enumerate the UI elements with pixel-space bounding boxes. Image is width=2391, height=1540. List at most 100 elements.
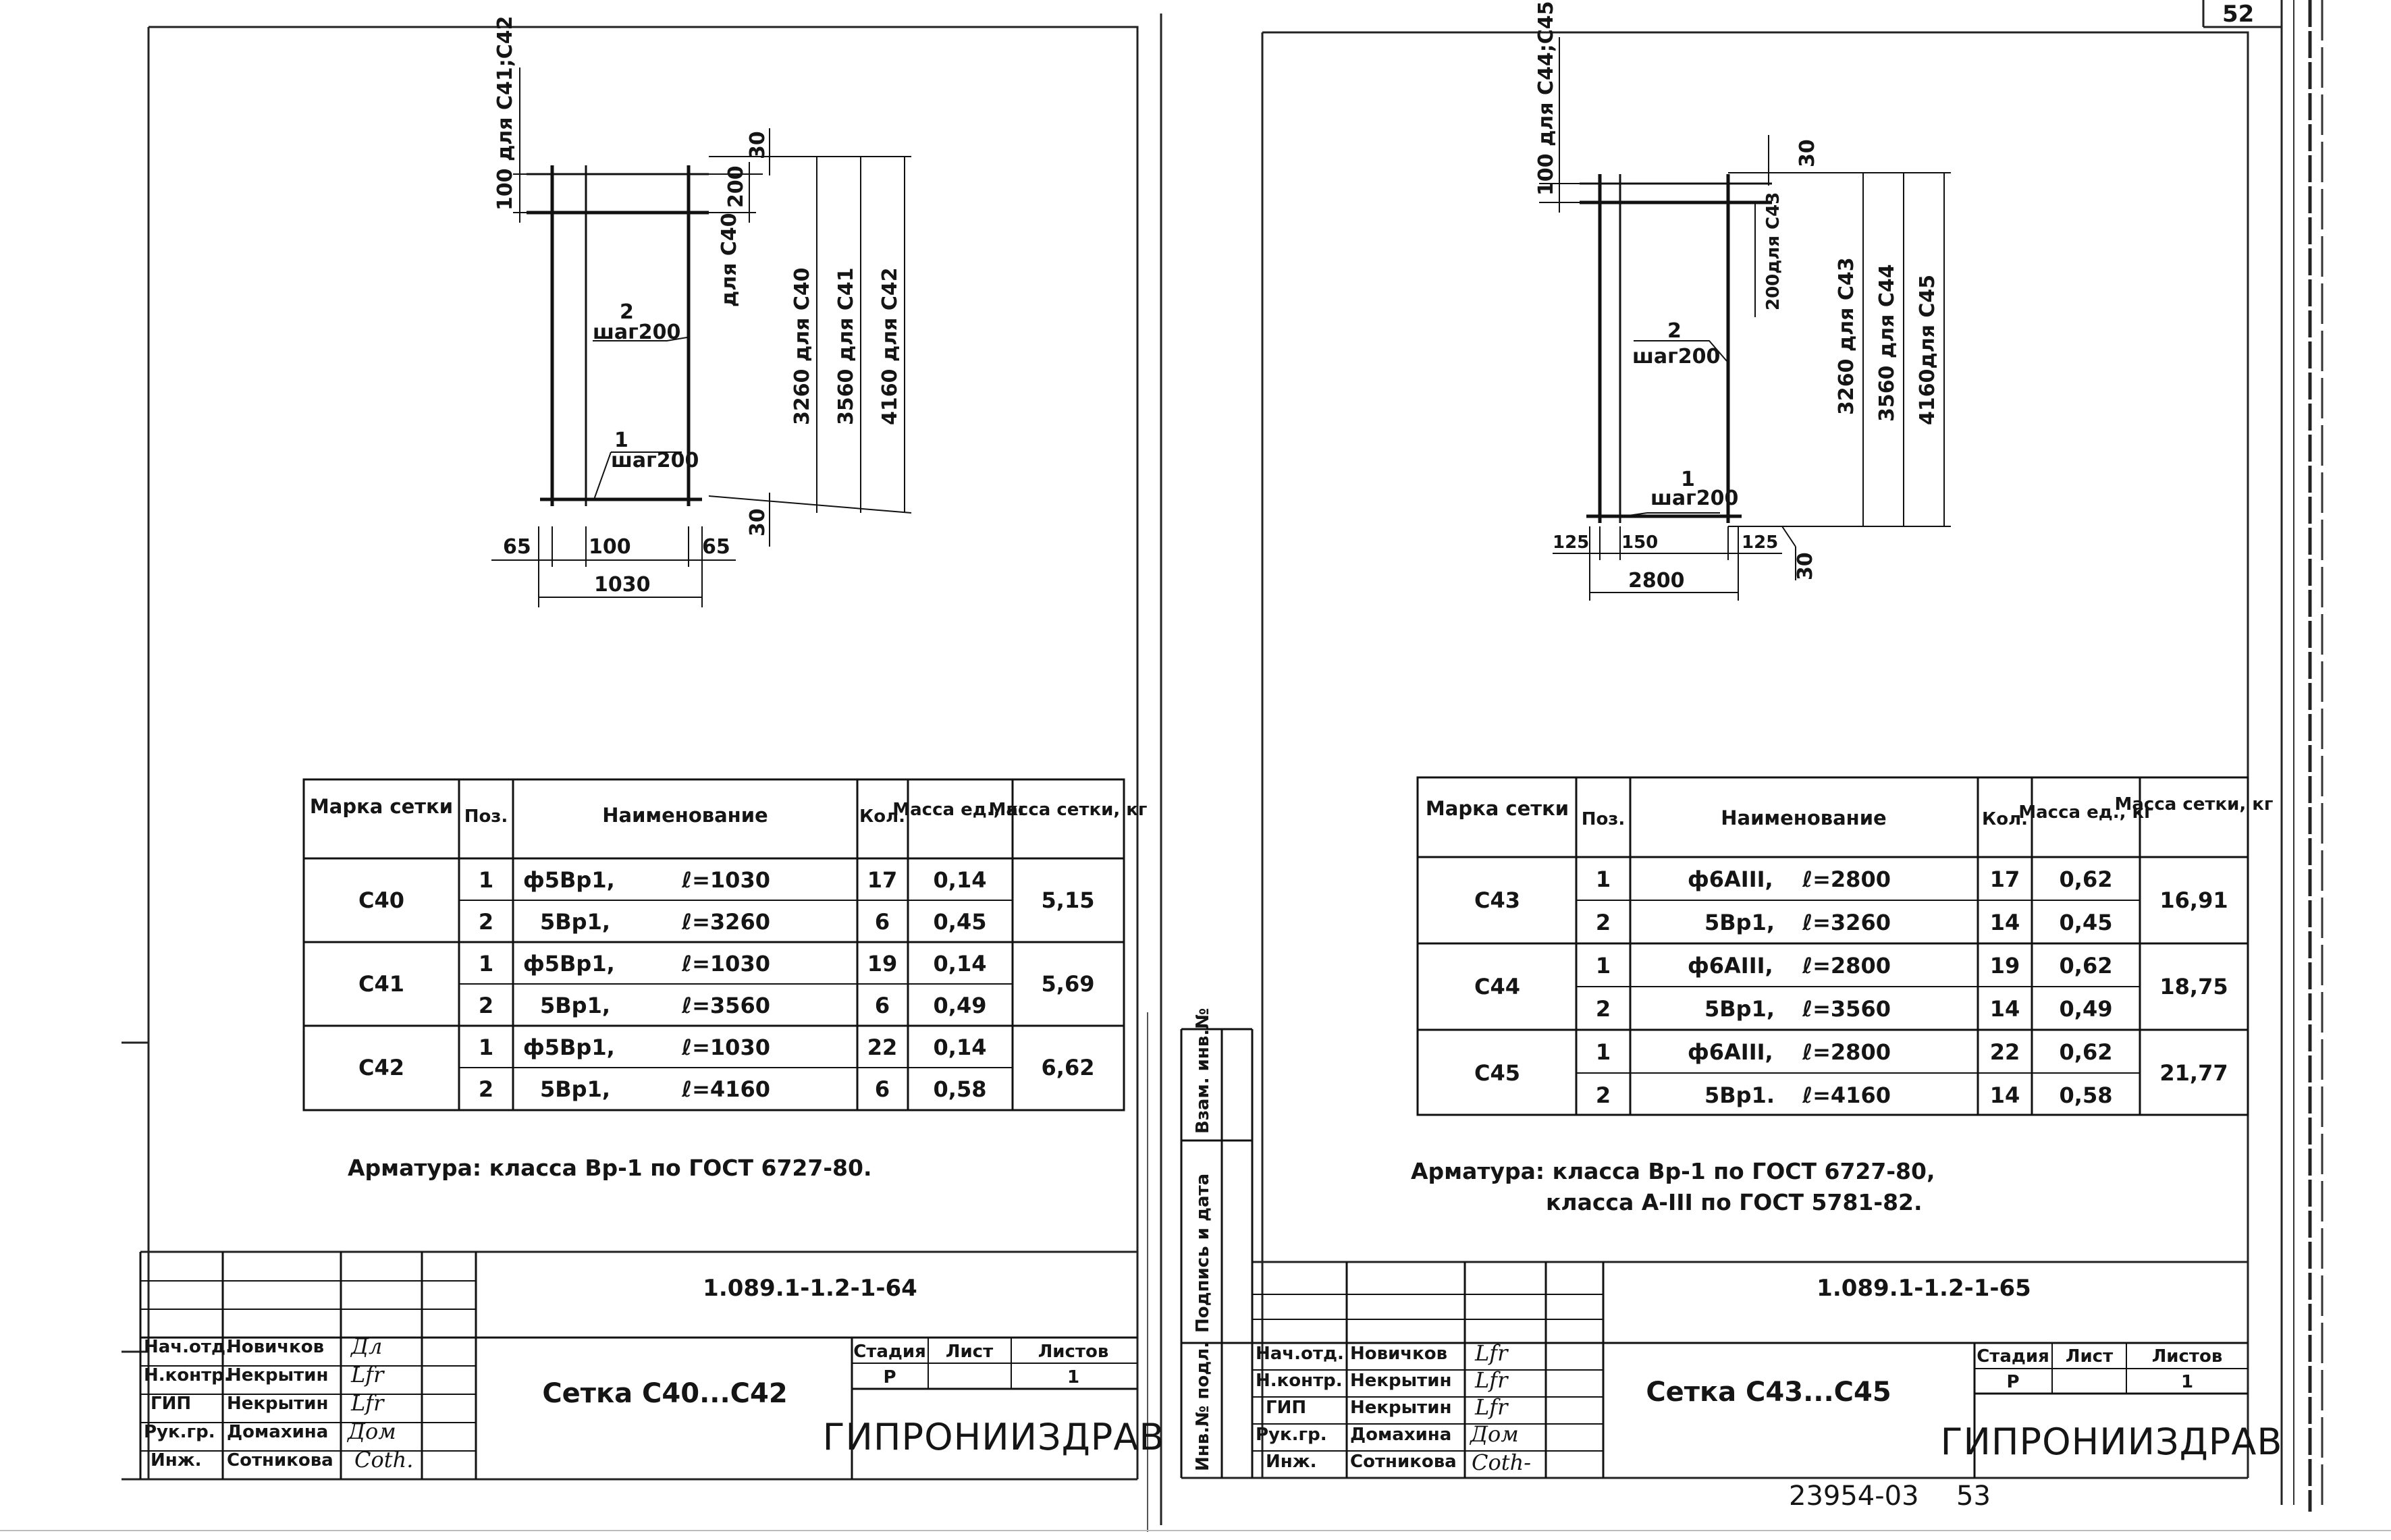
cell-pos: 1	[479, 951, 493, 977]
th-qty: Кол.	[1982, 809, 2028, 829]
mark-c43: С43	[1474, 887, 1520, 913]
th-mark: Марка сетки	[1426, 797, 1569, 820]
right-rebar-note-1: Арматура: класса Вр-1 по ГОСТ 6727-80,	[1411, 1158, 1935, 1184]
cell-name: ф5Вр1,	[523, 951, 615, 977]
page-number: 52	[2222, 1, 2254, 28]
cell-name: 5Вр1,	[540, 993, 610, 1018]
right-3260-label: 3260 для С43	[1835, 257, 1858, 415]
cell-qty: 17	[1990, 867, 2020, 892]
cell-len: ℓ=1030	[681, 1035, 770, 1060]
right-sheet-label: Лист	[2066, 1346, 2113, 1367]
th-mesh-mass: Масса сетки, кг	[989, 800, 1148, 820]
person-name: Некрытин	[227, 1394, 328, 1414]
side-stamp: Взам. инв.№ Подпись и дата Инв.№ подл.	[1180, 1008, 1254, 1478]
cell-qty: 22	[867, 1035, 898, 1060]
left-stage-label: Стадия	[853, 1342, 926, 1362]
right-stage-label: Стадия	[1977, 1346, 2049, 1367]
mass-c41: 5,69	[1042, 971, 1095, 997]
role: Рук.гр.	[1256, 1425, 1327, 1445]
pos2-label: 2	[1667, 319, 1682, 343]
right-horizontal-dims: 125 150 125 2800	[1553, 526, 1782, 601]
cell-unit: 0,14	[934, 867, 987, 893]
mass-c44: 18,75	[2159, 974, 2228, 999]
cell-qty: 6	[875, 993, 890, 1018]
left-spec-table: Марка сетки Поз. Наименование Кол. Масса…	[302, 778, 1148, 1111]
right-spec-table: Марка сетки Поз. Наименование Кол. Масса…	[1416, 776, 2274, 1116]
pos1-label: 1	[1681, 468, 1695, 491]
left-sheet-label: Лист	[946, 1342, 993, 1362]
left-org-name: ГИПРОНИИЗДРАВ	[823, 1416, 1165, 1458]
left-sheets-label: Листов	[1038, 1342, 1109, 1362]
footer-page-number: 53	[1956, 1481, 1991, 1512]
person-name: Новичков	[227, 1337, 324, 1357]
left-3260-label: 3260 для С40	[790, 267, 814, 425]
person-name: Сотникова	[1350, 1452, 1457, 1472]
right-sheet-title: Сетка С43...С45	[1646, 1377, 1891, 1408]
left-100-label: 100	[589, 535, 631, 559]
cell-name: 5Вр1,	[540, 1076, 610, 1102]
binding-edge: 52	[2202, 0, 2323, 1512]
right-3560-label: 3560 для С44	[1875, 264, 1899, 422]
cell-pos: 2	[479, 909, 493, 935]
signature: Дом	[1469, 1421, 1519, 1447]
cell-unit: 0,49	[934, 993, 987, 1018]
th-name: Наименование	[602, 804, 768, 827]
cell-unit: 0,45	[934, 909, 987, 935]
right-125b-label: 125	[1742, 532, 1778, 553]
right-stage-value: Р	[2006, 1372, 2019, 1392]
cell-pos: 1	[1596, 867, 1611, 892]
cell-unit: 0,62	[2060, 953, 2113, 979]
signature: Дом	[346, 1419, 396, 1444]
cell-qty: 6	[875, 909, 890, 935]
pos1-label: 1	[614, 429, 628, 452]
left-for-c40-label: для С40	[718, 213, 741, 307]
left-sheet: 2 шаг200 1 шаг200 100 для С41;С42 200 дл…	[122, 16, 1165, 1481]
cell-qty: 22	[1990, 1039, 2020, 1065]
right-sheet: Взам. инв.№ Подпись и дата Инв.№ подл. 2…	[1180, 1, 2282, 1512]
person-name: Сотникова	[227, 1450, 333, 1470]
mark-c44: С44	[1474, 974, 1520, 999]
person-name: Некрытин	[1350, 1398, 1451, 1418]
signature: Соth-	[1472, 1450, 1531, 1475]
mark-c41: С41	[358, 971, 404, 997]
role: Рук.гр.	[144, 1422, 215, 1442]
cell-len: ℓ=3560	[681, 993, 770, 1018]
cell-name: ф6АIII,	[1688, 953, 1773, 979]
cell-unit: 0,14	[934, 1035, 987, 1060]
right-sheets-label: Листов	[2152, 1346, 2223, 1367]
cell-pos: 1	[1596, 1039, 1611, 1065]
right-rebar-note-2: класса А-III по ГОСТ 5781-82.	[1546, 1189, 1923, 1215]
cell-pos: 1	[479, 1035, 493, 1060]
role: Инж.	[151, 1450, 201, 1470]
th-mesh-mass: Масса сетки, кг	[2115, 794, 2274, 815]
mass-c45: 21,77	[2159, 1060, 2228, 1086]
left-200-label: 200	[724, 165, 748, 208]
right-doc-code: 1.089.1-1.2-1-65	[1817, 1275, 2031, 1302]
role: Н.контр.	[144, 1365, 231, 1385]
th-unit-mass: Масса ед., кг	[892, 800, 1027, 820]
left-3560-label: 3560 для С41	[834, 267, 858, 425]
left-65b-label: 65	[702, 535, 730, 559]
signature: Lfr	[1474, 1394, 1509, 1420]
cell-name: 5Вр1,	[1704, 996, 1775, 1022]
mark-c40: С40	[358, 887, 404, 913]
cell-name: 5Вр1.	[1704, 1082, 1775, 1108]
side-label-signature-date: Подпись и дата	[1193, 1174, 1213, 1333]
cell-pos: 2	[1596, 1082, 1611, 1108]
cell-unit: 0,58	[934, 1076, 987, 1102]
th-qty: Кол.	[859, 806, 905, 827]
mark-c45: С45	[1474, 1060, 1520, 1086]
cell-unit: 0,49	[2060, 996, 2113, 1022]
left-1030-label: 1030	[594, 573, 651, 597]
role: Нач.отд.	[144, 1337, 232, 1357]
mark-c42: С42	[358, 1055, 404, 1080]
cell-len: ℓ=2800	[1802, 953, 1891, 979]
right-4160-label: 4160для С45	[1916, 275, 1939, 425]
th-pos: Поз.	[1582, 809, 1626, 829]
cell-name: ф6АIII,	[1688, 1039, 1773, 1065]
left-top30-label: 30	[746, 131, 770, 159]
left-frame	[149, 26, 1139, 1479]
cell-qty: 14	[1990, 910, 2020, 935]
right-2800-label: 2800	[1628, 569, 1685, 593]
